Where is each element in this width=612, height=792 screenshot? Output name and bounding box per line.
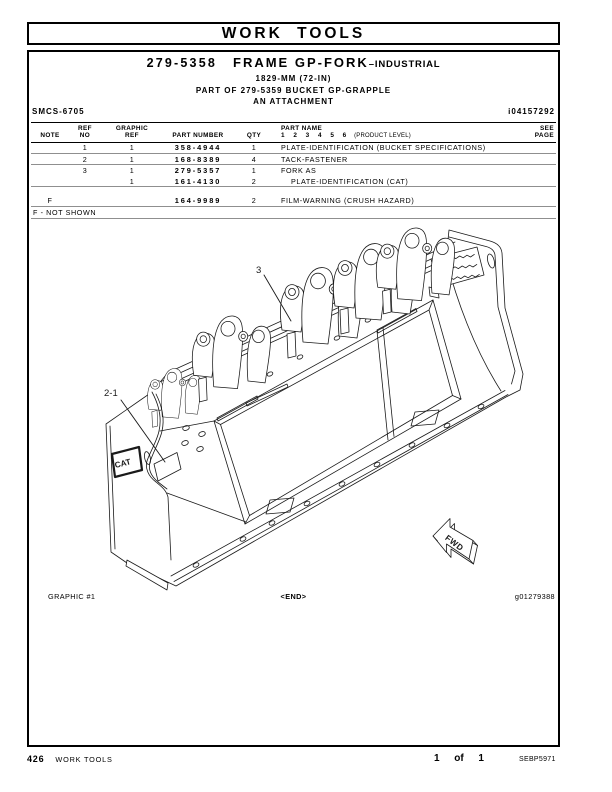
- left-end-plate: CAT: [109, 391, 247, 591]
- cell-part_number: 279-5357: [174, 166, 222, 176]
- end-marker: <END>: [280, 592, 307, 601]
- table-row: F 164-9989 2 FILM-WARNING (CRUSH HAZARD): [31, 195, 556, 207]
- banner: WORK TOOLS: [27, 22, 560, 45]
- callout-21-label: 2-1: [104, 388, 118, 399]
- cell-part_number: 358-4944: [174, 143, 222, 153]
- banner-title: WORK TOOLS: [221, 24, 366, 42]
- right-plate-hole: [487, 253, 495, 269]
- cell-note: F: [47, 195, 53, 205]
- cell-graphic: 1: [129, 154, 135, 164]
- cell-part_number: 168-8389: [174, 154, 222, 164]
- table-row: 1 161-4130 2 PLATE-IDENTIFICATION (CAT): [31, 176, 556, 188]
- cell-name: FILM-WARNING (CRUSH HAZARD): [281, 195, 415, 205]
- cell-part_number: 164-9989: [174, 195, 222, 205]
- cell-qty: 2: [251, 176, 257, 186]
- table-header: REF GRAPHIC PART NAME SEE NOTE NO REF PA…: [31, 122, 556, 143]
- id-plate: [153, 452, 182, 482]
- sheet-of: of: [454, 753, 464, 764]
- title-part-number: 279-5358: [146, 56, 218, 70]
- table-header-row-2: NOTE NO REF PART NUMBER QTY 1 2 3 4 5 6 …: [31, 132, 556, 141]
- cell-ref: 1: [82, 143, 88, 153]
- edge-sheen: [216, 395, 259, 422]
- title-size: 1829-MM (72-IN): [255, 74, 332, 84]
- callout-3-label: 3: [256, 265, 261, 276]
- title-parent-assembly: PART OF 279-5359 BUCKET GP-GRAPPLE: [195, 85, 392, 95]
- graphic-label: GRAPHIC #1: [48, 592, 96, 601]
- cat-logo-text: CAT: [114, 457, 132, 470]
- parts-table: REF GRAPHIC PART NAME SEE NOTE NO REF PA…: [31, 122, 556, 219]
- col-graphic-line1: GRAPHIC: [115, 124, 149, 132]
- left-plate-hole: [144, 451, 151, 465]
- callout-3-leader: [263, 274, 292, 322]
- table-row: 2 1 168-8389 4 TACK-FASTENER: [31, 154, 556, 166]
- content-frame: 279-5358 FRAME GP-FORK–INDUSTRIAL 1829-MM…: [27, 50, 560, 747]
- title-block: 279-5358 FRAME GP-FORK–INDUSTRIAL 1829-MM…: [29, 54, 558, 106]
- col-graphic-line2: REF: [125, 132, 139, 140]
- table-row: 1 1 358-4944 1 PLATE-IDENTIFICATION (BUCKET …: [31, 143, 556, 155]
- cell-name: PLATE-IDENTIFICATION (BUCKET SPECIFICATI…: [281, 143, 486, 153]
- col-part-number: PART NUMBER: [172, 132, 224, 140]
- cell-graphic: 1: [129, 143, 135, 153]
- fork-frame-diagram: CAT 3 2-1 FWD: [104, 227, 524, 591]
- cell-part_number: 161-4130: [174, 176, 222, 186]
- footer-section: WORK TOOLS: [55, 755, 113, 764]
- cell-ref: 2: [82, 154, 88, 164]
- footer-left: 426 WORK TOOLS: [27, 754, 113, 764]
- sheet-total: 1: [478, 753, 484, 764]
- table-header-row-1: REF GRAPHIC PART NAME SEE: [31, 125, 556, 133]
- title-attachment-note: AN ATTACHMENT: [253, 97, 334, 107]
- cell-ref: 3: [82, 166, 88, 176]
- frame-opening: [213, 299, 462, 525]
- col-part-name: PART NAME: [281, 124, 323, 132]
- edge-sheen: [245, 383, 289, 407]
- title-part-name: FRAME GP-FORK: [233, 55, 369, 70]
- page-number: 426: [27, 754, 45, 764]
- frame-silhouette: [105, 229, 524, 587]
- product-level-note: (PRODUCT LEVEL): [354, 133, 411, 140]
- callouts: 3 2-1: [104, 265, 292, 463]
- sheet-current: 1: [434, 753, 440, 764]
- col-product-level: 1 2 3 4 5 6 (PRODUCT LEVEL): [275, 132, 516, 141]
- cell-graphic: 1: [129, 166, 135, 176]
- smcs-row: SMCS-6705 i04157292: [32, 107, 555, 116]
- col-see-line2: PAGE: [534, 132, 554, 140]
- col-qty: QTY: [246, 132, 262, 140]
- bottom-rail: [170, 390, 509, 582]
- cat-logo-plate: [110, 445, 144, 479]
- col-note: NOTE: [40, 132, 60, 140]
- cell-qty: 4: [251, 154, 257, 164]
- table-row: 3 1 279-5357 1 FORK AS: [31, 165, 556, 175]
- graphic-id: g01279388: [514, 592, 555, 601]
- edge-sheen: [376, 308, 418, 334]
- cell-name: TACK-FASTENER: [281, 154, 348, 164]
- cell-qty: 1: [251, 143, 257, 153]
- title-line: 279-5358 FRAME GP-FORK–INDUSTRIAL: [29, 54, 558, 72]
- col-ref-line1: REF: [78, 124, 92, 132]
- cell-qty: 2: [251, 195, 257, 205]
- sheet-indicator: 1 of 1: [434, 753, 484, 764]
- col-see-line1: SEE: [540, 124, 554, 132]
- fwd-arrow: FWD: [432, 518, 478, 565]
- cell-graphic: 1: [129, 176, 135, 186]
- table-footnote: F - NOT SHOWN: [31, 207, 556, 219]
- product-level-numbers: 1 2 3 4 5 6: [281, 132, 350, 140]
- apron-bracket: [410, 409, 440, 427]
- apron-bracket: [265, 497, 295, 515]
- smcs-code: SMCS-6705: [32, 107, 85, 116]
- cell-name: PLATE-IDENTIFICATION (CAT): [291, 176, 409, 186]
- col-ref-line2: NO: [79, 132, 91, 140]
- doc-code: SEBP5971: [519, 756, 556, 763]
- cell-name: FORK AS: [281, 166, 317, 176]
- document-id: i04157292: [508, 107, 555, 116]
- cell-qty: 1: [251, 166, 257, 176]
- callout-21-leader: [120, 399, 166, 463]
- title-variant: –INDUSTRIAL: [368, 59, 441, 70]
